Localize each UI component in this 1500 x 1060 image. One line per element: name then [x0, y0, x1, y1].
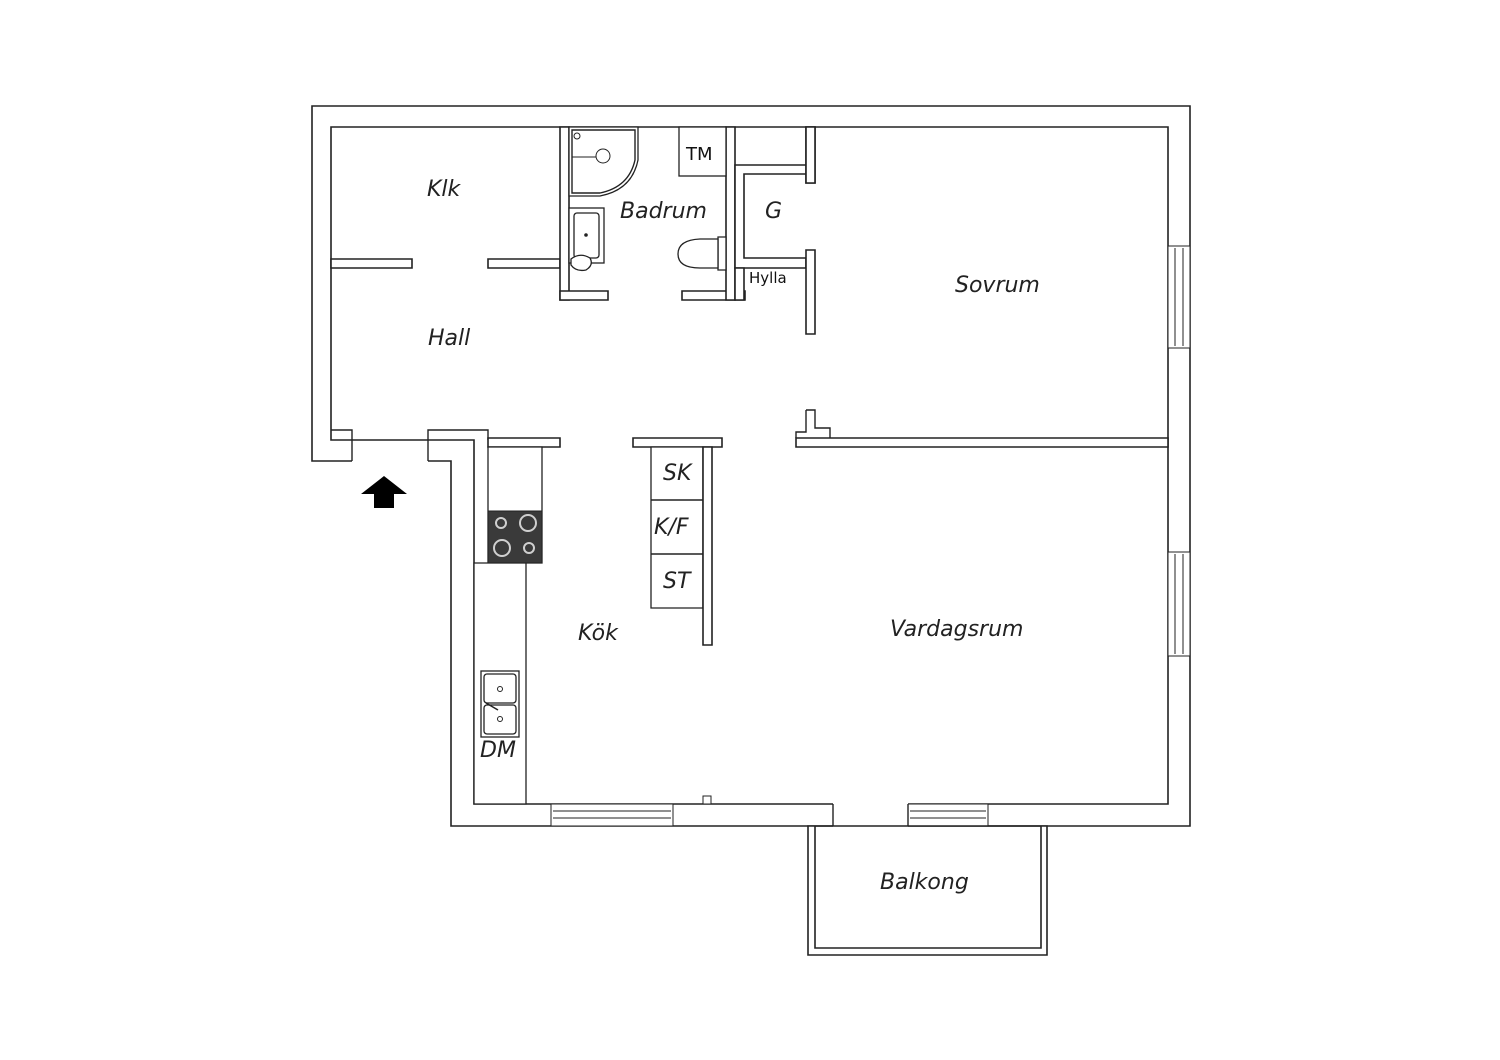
wall-bedroom [795, 437, 1169, 448]
room-label-g: G [765, 199, 782, 224]
room-label-vardagsrum: Vardagsrum [890, 617, 1023, 642]
toilet-small-icon [570, 254, 592, 272]
room-label-sovrum: Sovrum [955, 273, 1040, 298]
washbasin-icon [568, 207, 605, 264]
wall-wardrobe [734, 126, 816, 269]
room-label-klk: Klk [427, 177, 462, 202]
washing-machine-box [678, 126, 727, 177]
sink-icon [480, 670, 520, 738]
window-kitchen [550, 803, 674, 827]
fixture-label-kf: K/F [654, 515, 689, 540]
outer-walls [311, 105, 1191, 827]
balcony-door [833, 803, 908, 827]
fixture-label-sk: SK [663, 461, 693, 486]
room-label-balkong: Balkong [880, 870, 969, 895]
wall-klk [330, 258, 413, 269]
room-label-hall: Hall [428, 326, 470, 351]
balcony [807, 825, 1048, 956]
window-living [1167, 551, 1191, 657]
shower-icon [568, 126, 639, 197]
wall-kitchen-top [487, 437, 561, 448]
room-label-badrum: Badrum [620, 199, 707, 224]
entrance-opening [352, 455, 428, 463]
toilet-icon [677, 236, 727, 271]
window-living-bottom [907, 803, 989, 827]
window-bedroom [1167, 245, 1191, 349]
room-label-kok: Kök [578, 621, 619, 646]
stove-icon [487, 510, 543, 564]
fixture-label-dm: DM [480, 738, 516, 763]
arrow-up-icon [361, 476, 407, 508]
room-label-hylla: Hylla [749, 269, 787, 287]
fixture-label-st: ST [663, 569, 692, 594]
fixture-label-tm: TM [685, 144, 713, 165]
